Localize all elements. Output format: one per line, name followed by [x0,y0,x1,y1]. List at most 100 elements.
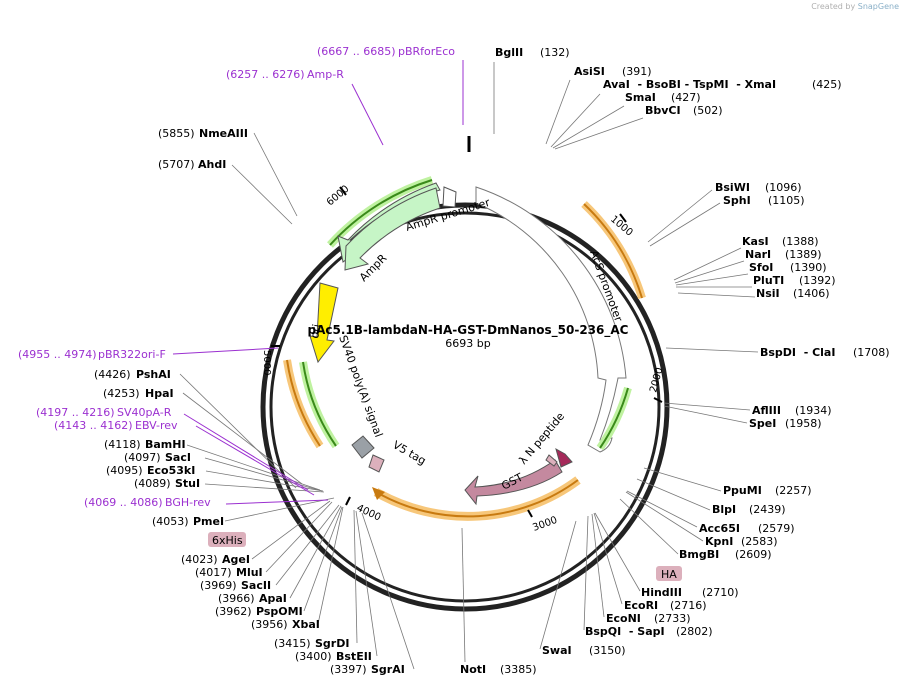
leader-line [253,132,298,217]
leader-line [275,504,340,586]
enzyme-ahdi-name: AhdI [198,158,226,171]
leader-line [204,483,325,493]
leader-line [554,117,644,150]
leader-line [591,513,605,618]
enzyme-sphi-pos: (1105) [768,194,805,207]
enzyme-pmei-name: PmeI [193,515,224,528]
feature-acs-promoter [475,186,627,453]
plasmid-length: 6693 bp [445,337,490,350]
enzyme-swai-pos: (3150) [589,644,626,657]
primer-leader [225,499,329,505]
enzyme-mlui-name: MluI [236,566,263,579]
enzyme-bbvci-pos: (502) [693,104,723,117]
enzyme-ahdi-pos: (5707) [158,158,195,171]
leader-line [204,457,323,492]
leader-line [251,500,331,560]
enzyme-acc65i-pos: (2579) [758,522,795,535]
label-ori: ori [308,323,323,339]
feature-lambda-n [545,447,573,468]
enzyme-pmei-pos: (4053) [152,515,189,528]
enzyme-bspqi-pos: (2802) [676,625,713,638]
enzyme-nmeaiii-name: NmeAIII [199,127,248,140]
enzyme-bspdi-pos: (1708) [853,346,890,359]
enzyme-sfoi-pos: (1390) [790,261,827,274]
enzyme-spei-pos: (1958) [785,417,822,430]
leader-line [289,505,342,599]
enzyme-xbai-name: XbaI [292,618,320,631]
leader-line [663,405,748,424]
enzyme-bbvci-name: BbvCI [645,104,681,117]
enzyme-pluti-name: PluTI [753,274,784,287]
enzyme-aflii-pos: (1934) [795,404,832,417]
enzyme-bspqi-name: BspQI - SapI [585,625,665,638]
leader-line [593,512,623,605]
enzyme-sphi-name: SphI [723,194,751,207]
enzyme-bamhi-name: BamHI [145,438,186,451]
enzymes-left: (5855)NmeAIII (5707)AhdI (4426)PshAI (42… [94,127,405,676]
leader-line [675,273,749,286]
enzyme-spei-name: SpeI [749,417,776,430]
primer-pbr322ori-name: pBR322ori-F [98,348,166,361]
enzyme-noti-name: NotI [460,663,486,676]
enzyme-hpai-pos: (4253) [103,387,140,400]
leader-line [461,527,466,663]
enzyme-mlui-pos: (4017) [195,566,232,579]
enzyme-nari-name: NarI [745,248,771,261]
enzyme-pshai-pos: (4426) [94,368,131,381]
enzyme-nari-pos: (1389) [785,248,822,261]
label-leaders [172,60,759,670]
enzyme-bmgbi-pos: (2609) [735,548,772,561]
leader-line [647,189,713,243]
enzyme-kpni-name: KpnI [705,535,733,548]
feature-gst [464,459,563,506]
leader-line [179,373,297,489]
primer-sv40pa-range: (4197 .. 4216) [36,406,115,419]
leader-line [665,347,759,353]
enzyme-nsii-pos: (1406) [793,287,830,300]
leader-line [231,164,293,225]
primer-sv40pa-name: SV40pA-R [117,406,172,419]
primer-bgh-range: (4069 .. 4086) [84,496,163,509]
enzyme-kasi-name: KasI [742,235,769,248]
primer-ebv-name: EBV-rev [135,419,178,432]
enzyme-pspomi-name: PspOMI [256,605,303,618]
enzyme-aflii-name: AflIII [752,404,781,417]
enzyme-nsii-name: NsiI [756,287,780,300]
enzyme-ppumi-pos: (2257) [775,484,812,497]
enzyme-blpi-pos: (2439) [749,503,786,516]
enzyme-ava-pos: (425) [812,78,842,91]
enzyme-pspomi-pos: (3962) [215,605,252,618]
leader-line [663,402,751,411]
primer-pbr322ori-range: (4955 .. 4974) [18,348,97,361]
leader-line [224,497,335,522]
primer-leader [195,425,315,496]
enzyme-asisi-name: AsiSI [574,65,605,78]
enzyme-sgrdi-pos: (3415) [274,637,311,650]
enzyme-noti-pos: (3385) [500,663,537,676]
enzyme-econi-name: EcoNI [606,612,641,625]
tick-marks [271,186,663,518]
enzyme-sacii-pos: (3969) [200,579,237,592]
enzyme-sacii-name: SacII [241,579,271,592]
enzyme-ava-name: AvaI - BsoBI - TspMI - XmaI [603,78,776,91]
label-v5-tag: V5 tag [391,438,429,467]
enzyme-smai-name: SmaI [625,91,656,104]
primer-pbrforeco-range: (6667 .. 6685) [317,45,396,58]
enzyme-bsiwi-name: BsiWI [715,181,750,194]
primer-leader [183,413,309,491]
leader-line [636,478,711,511]
primer-ampr-range: (6257 .. 6276) [226,68,305,81]
enzyme-asisi-pos: (391) [622,65,652,78]
enzyme-sgrai-pos: (3397) [330,663,367,676]
leader-line [361,512,415,670]
enzyme-stui-name: StuI [175,477,200,490]
label-sv40-polya: SV40 poly(A) signal [336,334,385,439]
primers: (6667 .. 6685)pBRforEco (6257 .. 6276)Am… [18,45,455,509]
enzyme-ecori-pos: (2716) [670,599,707,612]
leader-line [539,520,577,650]
leader-line [303,506,343,612]
enzyme-ecori-name: EcoRI [624,599,658,612]
enzyme-hindiii-pos: (2710) [702,586,739,599]
primer-leader [351,83,384,146]
